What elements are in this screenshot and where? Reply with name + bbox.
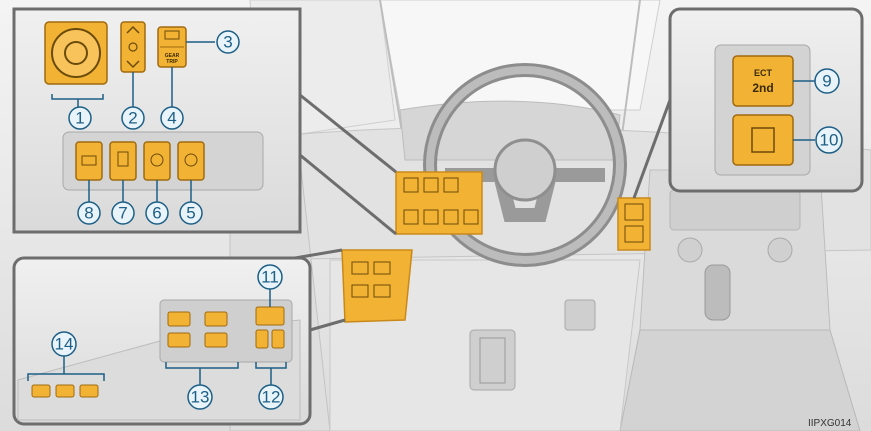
ect-label-line1: ECT	[754, 68, 773, 78]
callout-11: 11	[257, 264, 283, 290]
svg-text:3: 3	[223, 33, 232, 52]
callout-13: 13	[187, 384, 213, 410]
inset-bottom-left	[12, 248, 346, 426]
svg-text:8: 8	[84, 204, 93, 223]
steering-wheel	[423, 63, 627, 267]
callouts: 1 2 3 4 5 6 7 8 9 10 11 12 13 14	[51, 30, 843, 410]
image-code: IIPXG014	[808, 418, 852, 429]
callout-10: 10	[815, 126, 843, 154]
gear-label-bottom: TRIP	[166, 59, 178, 65]
callout-9: 9	[814, 68, 840, 94]
svg-text:11: 11	[261, 268, 279, 287]
highlight-door-switches	[341, 249, 413, 323]
switch-8	[75, 141, 103, 181]
svg-text:6: 6	[152, 204, 161, 223]
callout-8: 8	[77, 201, 101, 225]
callout-6: 6	[145, 201, 169, 225]
svg-text:13: 13	[191, 388, 210, 407]
inset-top-left: GEAR TRIP	[12, 7, 397, 236]
callout-1: 1	[68, 106, 92, 130]
headlight-leveling-dial	[120, 21, 146, 73]
callout-2: 2	[121, 106, 145, 130]
svg-text:5: 5	[186, 204, 195, 223]
highlight-center-switches	[617, 197, 651, 251]
svg-text:4: 4	[167, 109, 176, 128]
svg-text:12: 12	[262, 388, 281, 407]
switch-7	[109, 141, 137, 181]
ect-label-line2: 2nd	[752, 81, 773, 95]
center-diff-switch	[732, 114, 794, 166]
inset-top-right: ECT 2nd	[632, 7, 864, 199]
svg-text:14: 14	[55, 335, 74, 354]
gear-label-top: GEAR	[165, 53, 180, 59]
switch-6	[143, 141, 171, 181]
svg-text:1: 1	[75, 109, 84, 128]
svg-text:2: 2	[128, 109, 137, 128]
callout-12: 12	[258, 384, 284, 410]
callout-14: 14	[51, 331, 77, 357]
callout-5: 5	[179, 201, 203, 225]
callout-4: 4	[160, 106, 184, 130]
svg-text:7: 7	[118, 204, 127, 223]
callout-3: 3	[216, 30, 240, 54]
switch-5	[177, 141, 205, 181]
callout-7: 7	[111, 201, 135, 225]
highlight-dash-switches	[395, 171, 483, 235]
svg-text:9: 9	[822, 72, 831, 91]
svg-text:10: 10	[820, 131, 839, 150]
